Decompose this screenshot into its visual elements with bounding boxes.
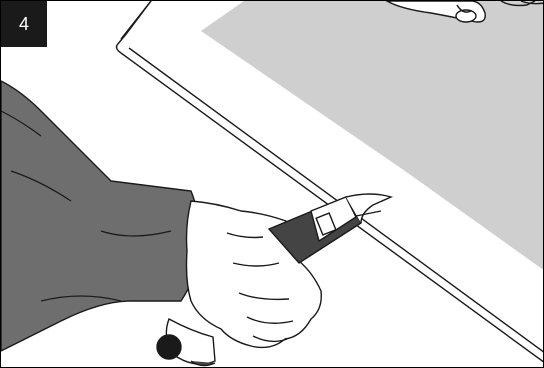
panel-sheet (117, 1, 544, 363)
step-number-badge: 4 (1, 1, 47, 47)
arm-sleeve (1, 81, 199, 351)
